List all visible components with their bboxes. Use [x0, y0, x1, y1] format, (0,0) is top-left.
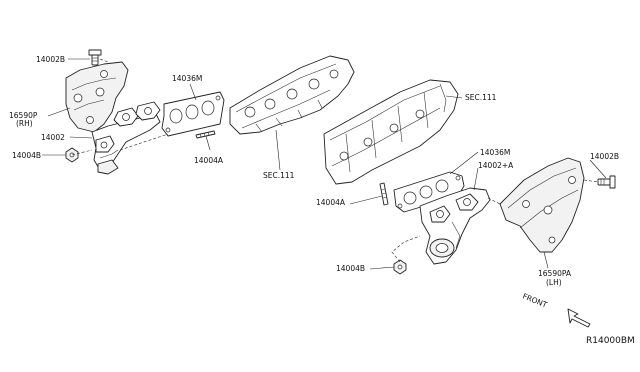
diagram-reference: R14000BM — [586, 336, 635, 346]
label-14004b-lh: 14004B — [336, 264, 365, 273]
label-14002-rh: 14002 — [41, 133, 65, 142]
label-14036m-rh: 14036M — [172, 74, 202, 83]
exhaust-manifold-14002-rh — [91, 101, 161, 175]
label-16590pa: 16590PA — [538, 269, 572, 278]
front-direction-arrow-icon — [567, 308, 591, 328]
exhaust-manifold-14002a-lh — [419, 187, 491, 265]
heat-shield-16590pa-lh — [499, 157, 585, 253]
label-14002b-rh: 14002B — [36, 55, 65, 64]
label-lh: (LH) — [546, 278, 562, 287]
label-14004a-rh: 14004A — [194, 156, 224, 165]
label-14036m-lh: 14036M — [480, 148, 510, 157]
label-14004a-lh: 14004A — [316, 198, 346, 207]
label-front: FRONT — [521, 292, 549, 310]
label-sec111-rh: SEC.111 — [263, 171, 295, 180]
gasket-14036m-lh — [393, 171, 465, 213]
stud-14004a-lh — [379, 182, 389, 206]
nut-14004b-lh — [393, 259, 407, 275]
label-14002a-lh: 14002+A — [478, 161, 514, 170]
label-14002b-lh: 14002B — [590, 152, 619, 161]
bolt-14002b-rh — [88, 49, 102, 66]
gasket-14036m-rh — [161, 91, 225, 137]
cylinder-head-sec111-rh — [229, 55, 355, 135]
label-sec111-lh: SEC.111 — [465, 93, 497, 102]
heat-shield-16590p-rh — [65, 61, 129, 133]
bolt-14002b-lh — [597, 175, 616, 189]
stud-14004a-rh — [195, 130, 216, 139]
label-16590p: 16590P — [9, 111, 38, 120]
leader-lines — [42, 58, 607, 270]
label-14004b-rh: 14004B — [12, 151, 41, 160]
label-rh: (RH) — [16, 119, 33, 128]
cylinder-head-sec111-lh — [323, 79, 459, 185]
